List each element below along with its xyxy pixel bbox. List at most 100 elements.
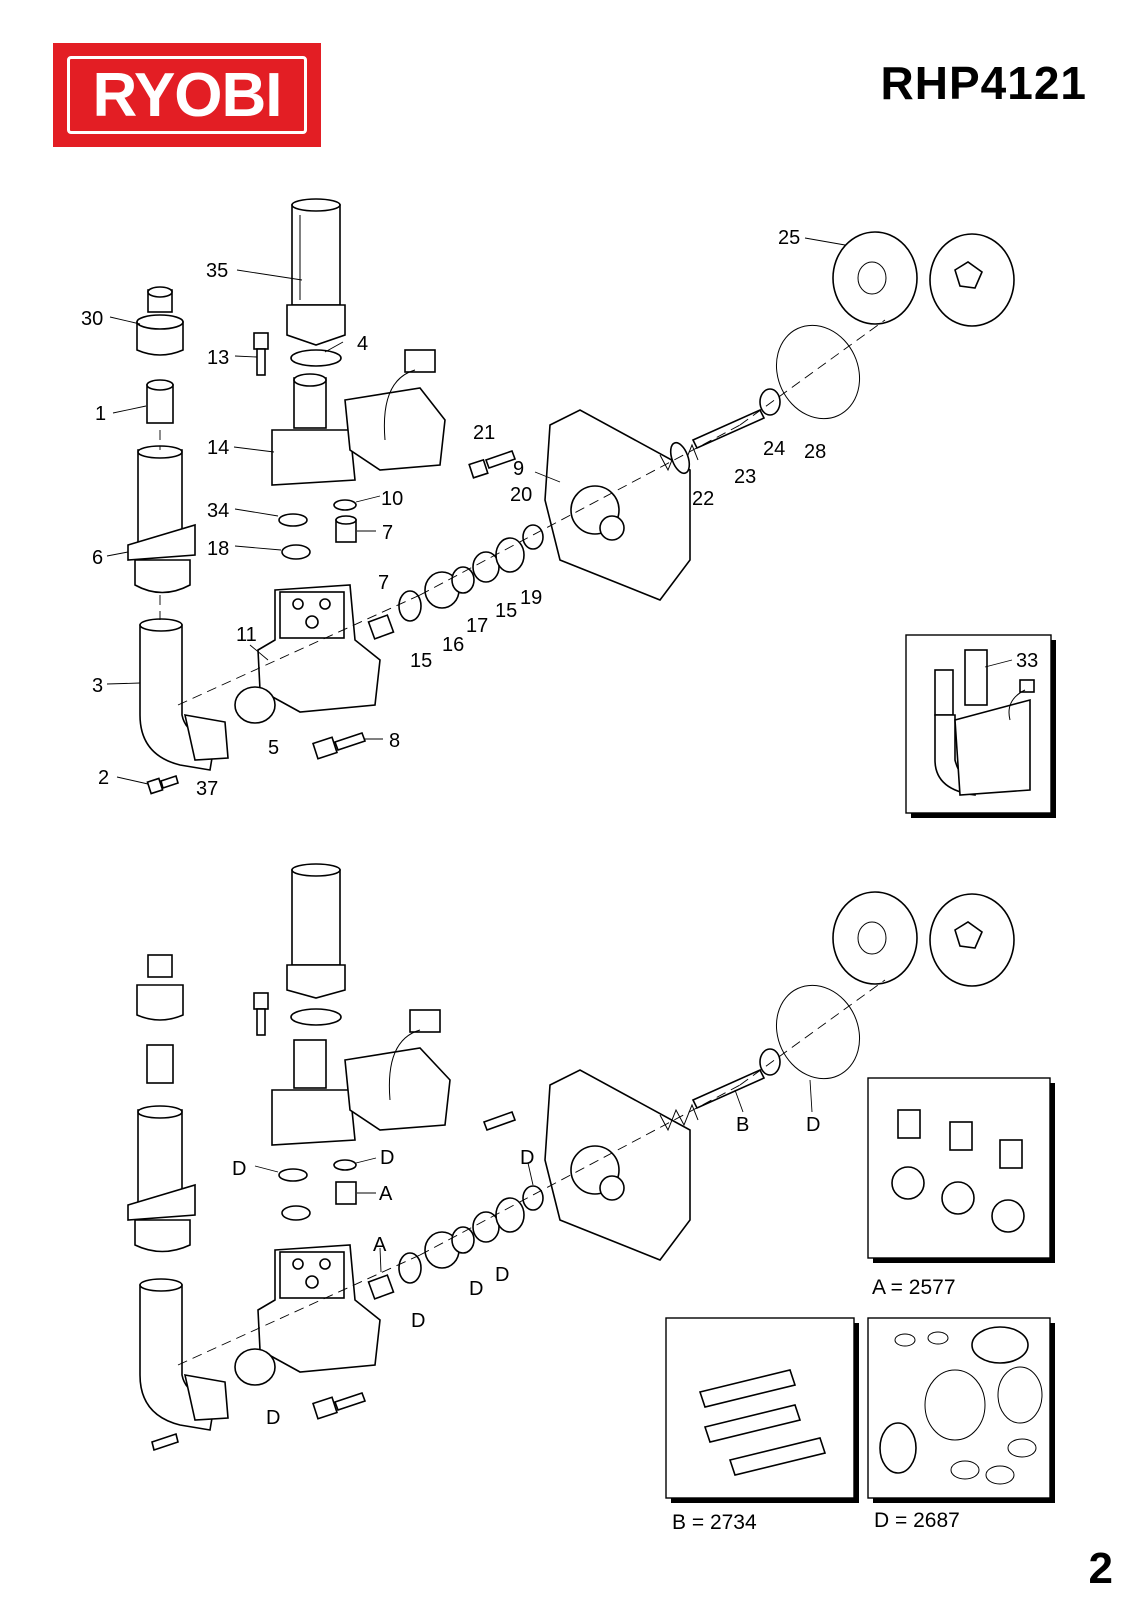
label-16: 16	[442, 634, 464, 656]
kit-label-d2: D	[380, 1147, 394, 1169]
kit-b-box: B = 2734	[665, 1317, 859, 1534]
label-22: 22	[692, 488, 714, 510]
label-37: 37	[196, 778, 218, 800]
seal-lower-5	[522, 1185, 544, 1211]
pump-body	[257, 584, 381, 713]
upper-exploded-view: 35 30 13 4 1 14 34 10 18 7 6 7 11 3 5 8 …	[81, 198, 1015, 800]
valve-lower-1	[335, 1181, 357, 1205]
o-ring-10	[333, 499, 357, 511]
swash-plate-lower	[832, 891, 1015, 987]
seal-19	[495, 537, 525, 573]
valve-7a	[335, 515, 357, 543]
kit-label-d1: D	[232, 1158, 246, 1180]
screw-13	[253, 332, 269, 376]
seal-20	[522, 524, 544, 550]
o-ring-lower-2	[278, 1168, 308, 1182]
label-24: 24	[763, 438, 785, 460]
spring-22	[659, 441, 699, 475]
seal-24	[759, 388, 781, 416]
label-19: 19	[520, 587, 542, 609]
outlet-pipe-lower	[286, 863, 346, 999]
kit-d-box: D = 2687	[867, 1317, 1055, 1532]
page-number: 2	[1088, 1544, 1113, 1593]
screw-lower-3	[482, 1110, 517, 1132]
seal-15a	[398, 590, 422, 622]
kit-a-label: A = 2577	[872, 1276, 956, 1299]
o-ring-lower-6	[775, 984, 861, 1080]
o-ring-lower-3	[333, 1159, 357, 1171]
screw-21	[468, 449, 517, 479]
kit-d-label: D = 2687	[874, 1509, 960, 1532]
label-7b: 7	[378, 572, 389, 594]
label-23: 23	[734, 466, 756, 488]
label-34: 34	[207, 500, 229, 522]
pressure-switch-14	[271, 349, 446, 486]
kit-label-d7: D	[806, 1114, 820, 1136]
kit-label-d6: D	[266, 1407, 280, 1429]
label-3: 3	[92, 675, 103, 697]
label-4: 4	[357, 333, 368, 355]
o-ring-4	[290, 349, 342, 367]
assembly-33-inset: 33	[905, 634, 1056, 818]
label-7a: 7	[382, 522, 393, 544]
label-30: 30	[81, 308, 103, 330]
label-1: 1	[95, 403, 106, 425]
seal-lower-2	[398, 1252, 422, 1284]
piston-23	[691, 408, 766, 450]
spring-lower	[659, 1103, 699, 1132]
screw-2	[146, 774, 179, 795]
label-14: 14	[207, 437, 229, 459]
label-9: 9	[513, 458, 524, 480]
swash-plate-25	[832, 231, 1015, 327]
elbow-pipe-lower	[139, 1278, 229, 1431]
screw-lower-1	[253, 992, 269, 1036]
lower-kit-view: D D A D A D D D D B D	[127, 863, 1015, 1452]
kit-label-d3: D	[495, 1264, 509, 1286]
kit-label-dk: D	[520, 1147, 534, 1169]
o-ring-17	[451, 566, 475, 594]
bolt-lower	[312, 1391, 367, 1420]
label-5: 5	[268, 737, 279, 759]
filter-1	[146, 379, 174, 424]
seal-lower-6	[759, 1048, 781, 1076]
logo-border: RYOBI	[67, 56, 307, 134]
seal-18	[281, 544, 311, 560]
o-ring-lower-1	[290, 1008, 342, 1026]
model-number: RHP4121	[880, 57, 1087, 109]
pump-housing-9	[544, 409, 691, 601]
label-25: 25	[778, 227, 800, 249]
pump-body-lower	[257, 1244, 381, 1373]
garden-connector-lower	[136, 954, 184, 1021]
label-11: 11	[236, 624, 257, 646]
outlet-pipe-35	[286, 198, 346, 346]
inlet-pipe-6	[127, 445, 196, 594]
valve-lower-2	[367, 1274, 395, 1300]
ryobi-logo: RYOBI	[53, 43, 321, 147]
label-2: 2	[98, 767, 109, 789]
pump-housing-lower	[544, 1069, 691, 1261]
label-35: 35	[206, 260, 228, 282]
o-ring-lower-4	[234, 1348, 276, 1386]
o-ring-5	[234, 686, 276, 724]
piston-lower	[691, 1068, 766, 1110]
brand-name: RYOBI	[92, 61, 282, 130]
valve-7b	[367, 614, 395, 640]
label-13: 13	[207, 347, 229, 369]
o-ring-34	[278, 513, 308, 527]
label-21: 21	[473, 422, 495, 444]
filter-lower	[146, 1044, 174, 1084]
label-17: 17	[466, 615, 488, 637]
label-15a: 15	[495, 600, 517, 622]
kit-b-label: B = 2734	[672, 1511, 757, 1534]
label-15b: 15	[410, 650, 432, 672]
label-33: 33	[1016, 650, 1038, 672]
seal-lower-3	[472, 1211, 500, 1243]
o-ring-lower-5	[451, 1226, 475, 1254]
label-10: 10	[381, 488, 403, 510]
elbow-pipe-3	[139, 618, 229, 771]
inlet-pipe-lower	[127, 1105, 196, 1253]
garden-connector-30	[136, 286, 184, 356]
seal-lower-1	[281, 1205, 311, 1221]
label-8: 8	[389, 730, 400, 752]
